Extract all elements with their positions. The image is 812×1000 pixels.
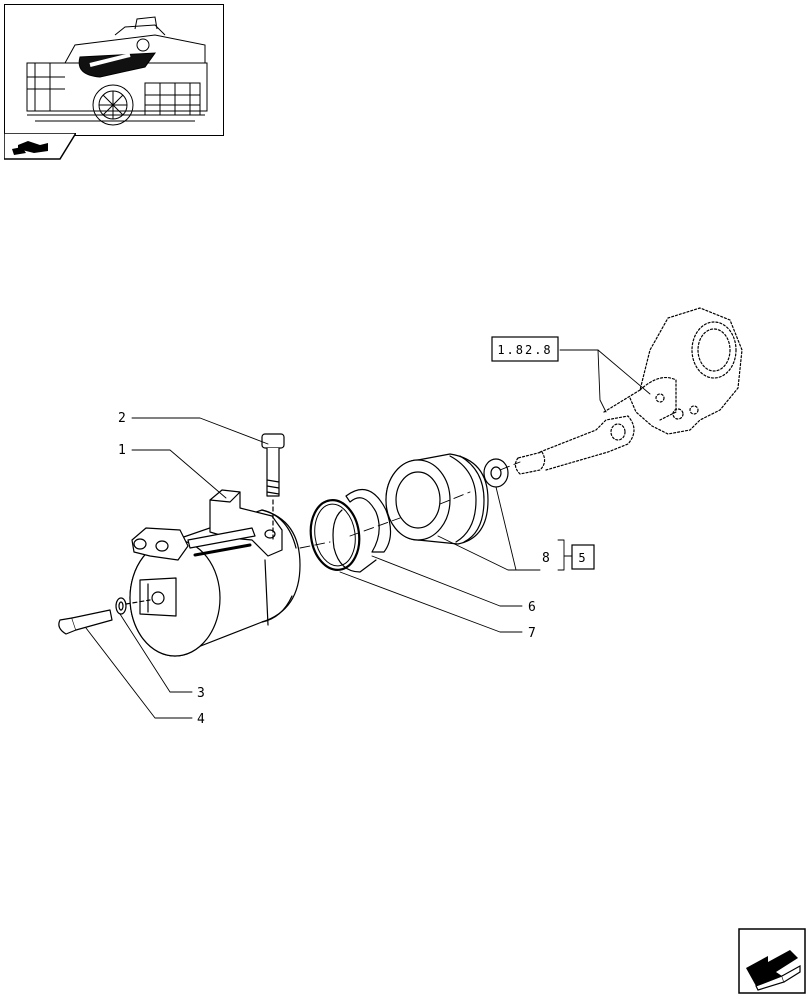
reference-box-label: 1.82.8 [497, 343, 552, 357]
callout-2: 2 [118, 411, 126, 426]
piston [385, 453, 489, 545]
assembly-thumbnail [4, 4, 224, 136]
vertical-bolt [261, 433, 285, 541]
callout-4: 4 [197, 712, 205, 727]
group-box-label: 5 [578, 551, 587, 565]
callout-7: 7 [528, 626, 536, 641]
callout-6: 6 [528, 600, 536, 615]
thumbnail-drawing [26, 16, 208, 126]
callout-1: 1 [118, 443, 126, 458]
callout-8: 8 [542, 551, 550, 566]
next-page-arrow-icon [738, 928, 806, 994]
tractor-section-icon [3, 132, 78, 160]
group-box[interactable]: 5 [571, 544, 595, 570]
next-page-button[interactable] [738, 928, 806, 994]
section-tab [3, 132, 78, 161]
horizontal-bolt [58, 597, 151, 635]
backup-ring [332, 488, 392, 573]
rod-washer [483, 458, 509, 488]
leader-lines [85, 349, 651, 719]
cylinder-body [129, 489, 301, 657]
o-ring [309, 499, 361, 571]
reference-box[interactable]: 1.82.8 [491, 336, 559, 362]
lift-arm-reference [514, 307, 743, 475]
callout-3: 3 [197, 686, 205, 701]
